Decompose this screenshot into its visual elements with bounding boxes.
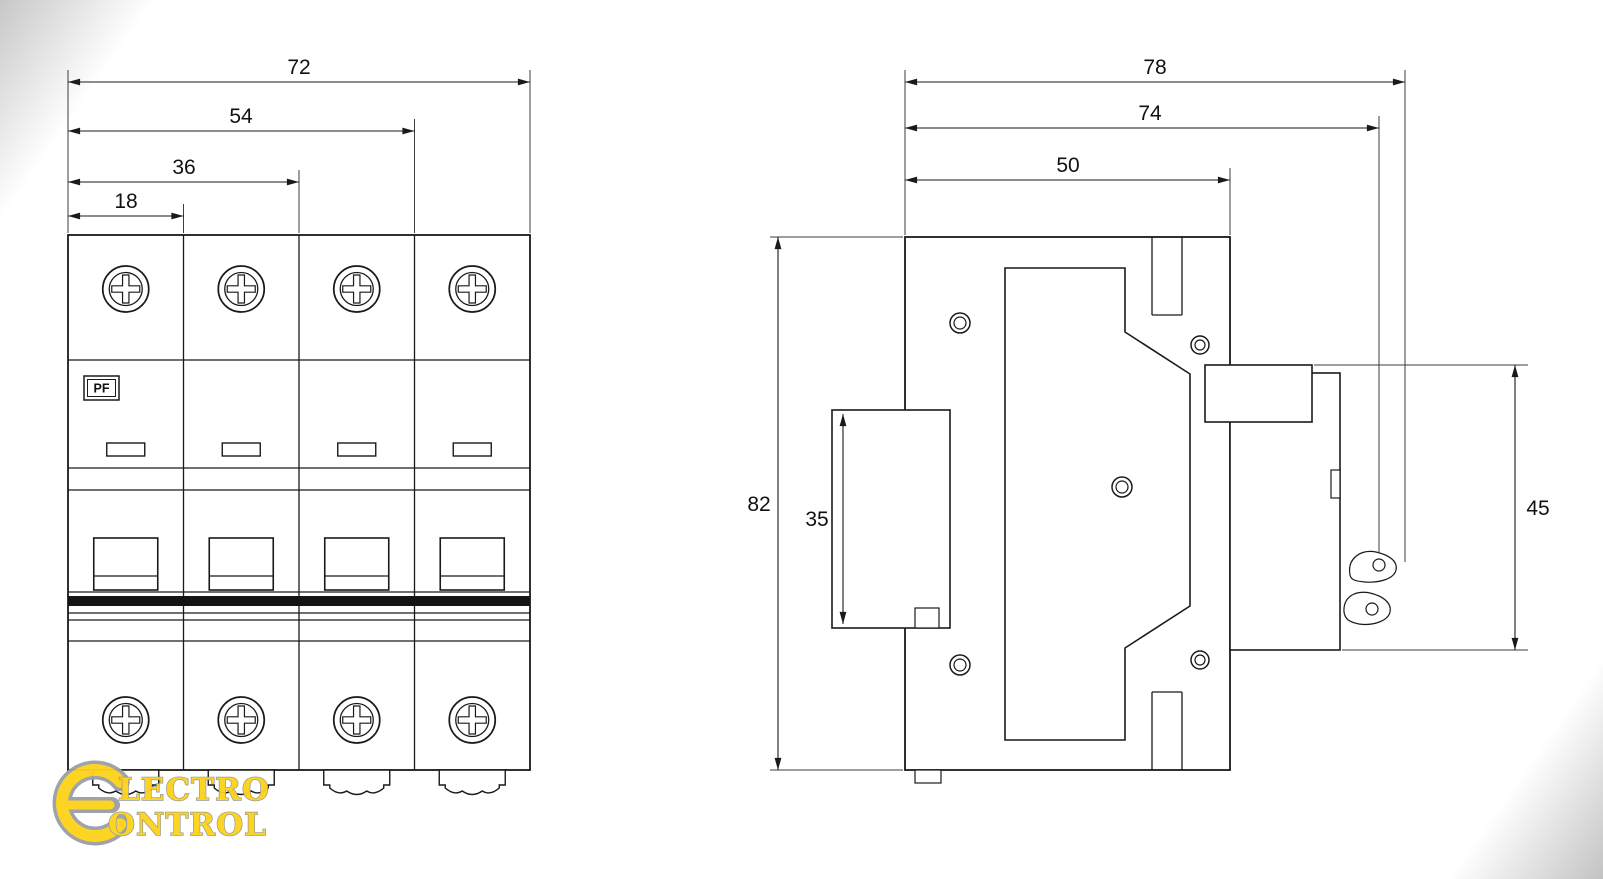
center-hole [1111, 476, 1133, 498]
din-clip-block [831, 409, 951, 629]
side-slots [1151, 237, 1183, 770]
watermark-logo: LECTRO ONTROL [52, 760, 270, 846]
dimension-72-label: 72 [287, 56, 310, 79]
screw-icon [217, 696, 266, 744]
electrocontrol-logo-icon [52, 760, 130, 846]
dimension-18: 18 [68, 190, 184, 220]
front-module-separators [182, 235, 416, 770]
indicator-window [452, 442, 492, 457]
toggle-switch [92, 537, 159, 591]
screw-icon [448, 696, 497, 744]
din-clip-notch [914, 607, 940, 629]
dimension-74: 74 [905, 102, 1379, 132]
indicator-window [221, 442, 261, 457]
screw-icon [332, 696, 381, 744]
dimension-45-label: 45 [1526, 497, 1549, 520]
pf-marking-label: PF [94, 382, 110, 396]
dimension-74-label: 74 [1138, 102, 1162, 125]
dimension-36: 36 [68, 156, 299, 186]
dimension-36-label: 36 [172, 156, 195, 179]
dimension-78-label: 78 [1143, 56, 1166, 79]
rivet-hole [1190, 335, 1210, 355]
pf-marking: PF [83, 375, 120, 401]
screw-icon [332, 265, 381, 313]
front-view: PF 72 [67, 56, 531, 796]
side-extension-lines [770, 70, 1528, 771]
dimension-50-label: 50 [1056, 154, 1079, 177]
din-rail-band [68, 596, 530, 606]
toggle-switch [208, 537, 275, 591]
dimension-45: 45 [1511, 365, 1550, 650]
watermark-line2: ONTROL [108, 807, 267, 843]
dimension-82: 82 [747, 237, 782, 770]
watermark-line1: LECTRO [118, 772, 270, 808]
dimension-54-label: 54 [229, 105, 253, 128]
side-clamp-hooks [1343, 550, 1397, 626]
screw-icon [448, 265, 497, 313]
dimension-54: 54 [68, 105, 415, 135]
dimension-18-label: 18 [114, 190, 137, 213]
toggle-switch [439, 537, 506, 591]
dimension-35-label: 35 [805, 508, 828, 531]
dimension-72: 72 [68, 56, 530, 86]
mounting-hole [949, 312, 971, 334]
mounting-hole [949, 654, 971, 676]
dimension-82-label: 82 [747, 493, 770, 516]
indicator-window [106, 442, 146, 457]
toggle-switch [323, 537, 390, 591]
side-view: 78 74 50 82 35 45 [747, 56, 1550, 784]
bottom-foot [914, 769, 942, 784]
front-horizontal-lines [68, 359, 530, 642]
dimension-78: 78 [905, 56, 1405, 86]
rivet-hole [1190, 650, 1210, 670]
terminal-cover [438, 769, 506, 796]
screw-icon [101, 265, 150, 313]
terminal-cover [323, 769, 391, 796]
side-front-face [1004, 267, 1191, 741]
front-extension-lines [67, 70, 531, 233]
side-toggle-handle [1204, 364, 1313, 423]
dimension-50: 50 [905, 154, 1230, 184]
side-latch-window [1330, 469, 1341, 499]
indicator-window [337, 442, 377, 457]
screw-icon [217, 265, 266, 313]
dimension-35: 35 [805, 414, 847, 624]
screw-icon [101, 696, 150, 744]
